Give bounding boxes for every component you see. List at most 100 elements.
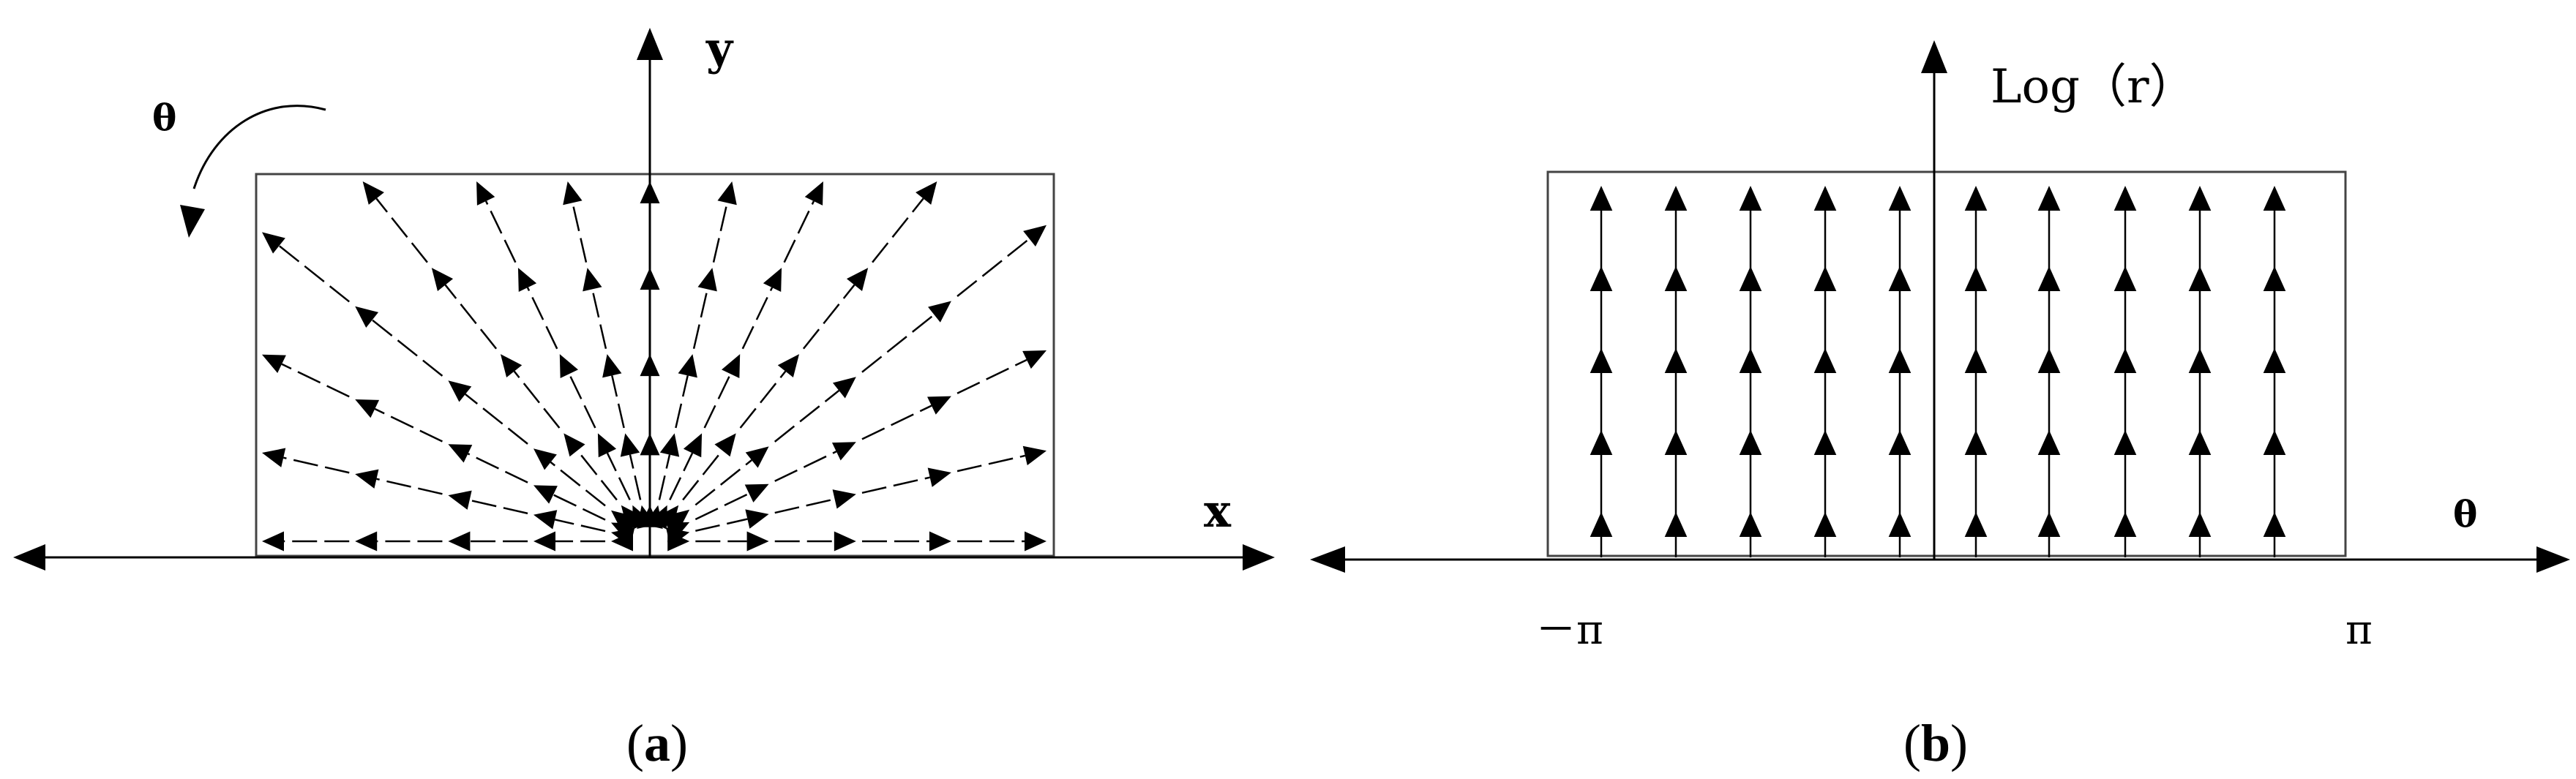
radial-arrow-10-4-shaft: [375, 197, 428, 263]
radial-arrow-12-4-head: [262, 354, 286, 373]
field-arrow-1-3-head: [1664, 266, 1688, 291]
radial-arrow-7-3-head: [640, 268, 660, 290]
radial-arrow-11-4-shaft: [278, 245, 351, 303]
field-arrow-5-2-head: [1964, 348, 1988, 373]
radial-arrow-2-1-shaft: [694, 492, 750, 521]
radial-arrow-4-0-head: [656, 505, 679, 529]
field-arrow-2-1-head: [1739, 430, 1762, 455]
radial-arrow-1-2-shaft: [774, 498, 835, 514]
field-arrow-7-3-head: [2113, 266, 2137, 291]
radial-arrow-3-1-shaft: [694, 459, 752, 506]
radial-arrow-6-1-shaft: [658, 454, 671, 500]
radial-arrow-11-3-head: [355, 306, 379, 328]
radial-arrow-12-3-head: [355, 399, 380, 418]
field-arrow-4-4-head: [1888, 186, 1912, 211]
field-arrow-9-2-head: [2263, 348, 2286, 373]
field-arrow-3-2-head: [1813, 348, 1837, 373]
panel-b-tick-pi: π: [2345, 606, 2373, 654]
field-arrow-8-3-head: [2188, 266, 2212, 291]
radial-arrow-3-4-head: [1023, 225, 1046, 247]
radial-arrow-3-2-shaft: [774, 389, 840, 443]
radial-arrow-7-1-head: [640, 433, 660, 456]
radial-arrow-8-4-shaft: [572, 202, 588, 263]
radial-arrow-13-2-head: [448, 490, 472, 510]
radial-arrow-14-2-head: [448, 531, 471, 552]
radial-arrow-13-3-shaft: [376, 478, 443, 495]
radial-arrow-6-2-shaft: [675, 375, 689, 429]
panel-a-rotation-label: θ: [152, 96, 176, 139]
radial-arrow-10-2-head: [500, 354, 523, 378]
panel-b: Log（r） θ －π π (b): [1310, 40, 2570, 772]
field-arrow-3-1-head: [1813, 430, 1837, 455]
radial-arrow-7-2-head: [640, 354, 660, 377]
radial-arrow-1-4-head: [1022, 445, 1046, 466]
radial-arrow-5-4-head: [804, 181, 823, 206]
radial-arrow-13-4-head: [262, 448, 286, 467]
radial-arrow-2-3-head: [927, 396, 951, 415]
radial-arrow-3-1-head: [745, 446, 769, 468]
panel-a-y-label: y: [705, 22, 734, 75]
radial-arrow-10-1-shaft: [577, 450, 618, 501]
field-arrow-7-2-head: [2113, 348, 2137, 373]
field-arrow-9-4-head: [2263, 186, 2286, 211]
radial-arrow-9-4-head: [476, 181, 495, 206]
panel-b-theta-axis-right-arrowhead: [2536, 546, 2570, 573]
radial-arrow-0-3-head: [929, 531, 951, 552]
panel-b-theta-axis-left-arrowhead: [1310, 546, 1345, 573]
radial-arrow-6-4-shaft: [712, 202, 728, 263]
panel-a-caption: (a): [626, 714, 688, 772]
field-arrow-6-2-head: [2037, 348, 2061, 373]
radial-arrow-2-3-shaft: [861, 404, 932, 440]
radial-arrow-1-1-head: [745, 509, 769, 529]
radial-arrow-8-4-head: [563, 181, 583, 206]
rotation-arrow: [192, 105, 326, 189]
radial-arrow-9-4-shaft: [484, 200, 517, 263]
radial-arrow-10-0-shaft: [634, 522, 637, 524]
panel-b-theta-label: θ: [2453, 492, 2477, 535]
field-arrow-8-4-head: [2188, 186, 2212, 211]
field-arrow-8-1-head: [2188, 430, 2212, 455]
radial-arrow-4-3-shaft: [802, 284, 855, 350]
radial-arrow-13-3-head: [355, 469, 379, 489]
field-arrow-2-4-head: [1739, 186, 1762, 211]
radial-arrow-4-1-head: [714, 433, 736, 457]
field-arrow-7-1-head: [2113, 430, 2137, 455]
radial-arrow-5-2-head: [722, 354, 741, 379]
field-arrow-3-3-head: [1813, 266, 1837, 291]
field-arrow-0-0-head: [1590, 512, 1613, 537]
field-arrow-0-4-head: [1590, 186, 1613, 211]
radial-arrow-0-1-head: [746, 531, 769, 552]
field-arrow-0-1-head: [1590, 430, 1613, 455]
radial-arrow-0-4-head: [1025, 531, 1046, 552]
field-arrow-1-4-head: [1664, 186, 1688, 211]
field-arrow-4-3-head: [1888, 266, 1912, 291]
radial-arrow-3-2-head: [832, 377, 856, 399]
radial-arrow-10-2-shaft: [513, 370, 561, 429]
radial-arrow-8-3-head: [583, 268, 602, 292]
radial-arrow-6-2-head: [678, 354, 697, 378]
field-arrow-6-0-head: [2037, 512, 2061, 537]
field-arrow-5-0-head: [1964, 512, 1988, 537]
field-arrow-9-1-head: [2263, 430, 2286, 455]
radial-arrow-1-3-shaft: [861, 476, 930, 494]
radial-arrow-9-3-head: [517, 268, 537, 292]
uniform-vector-field: [1590, 186, 2286, 557]
radial-arrow-1-4-shaft: [956, 454, 1026, 473]
radial-arrow-1-3-head: [927, 467, 951, 487]
radial-arrow-4-1-shaft: [682, 450, 723, 501]
radial-arrow-6-4-head: [717, 181, 737, 206]
panel-b-logr-label: Log（r）: [1991, 60, 2196, 114]
field-arrow-1-2-head: [1664, 348, 1688, 373]
field-arrow-3-0-head: [1813, 512, 1837, 537]
radial-arrow-10-1-head: [564, 433, 585, 457]
radial-arrow-6-1-head: [659, 433, 680, 457]
radial-arrow-9-0-head: [632, 505, 651, 530]
radial-arrow-2-4-head: [1022, 350, 1046, 369]
radial-arrow-11-4-head: [262, 232, 285, 254]
radial-arrow-3-3-head: [928, 301, 951, 323]
radial-arrow-13-4-shaft: [282, 456, 350, 474]
radial-arrow-5-1-head: [683, 433, 703, 458]
field-arrow-1-0-head: [1664, 512, 1688, 537]
field-arrow-5-1-head: [1964, 430, 1988, 455]
